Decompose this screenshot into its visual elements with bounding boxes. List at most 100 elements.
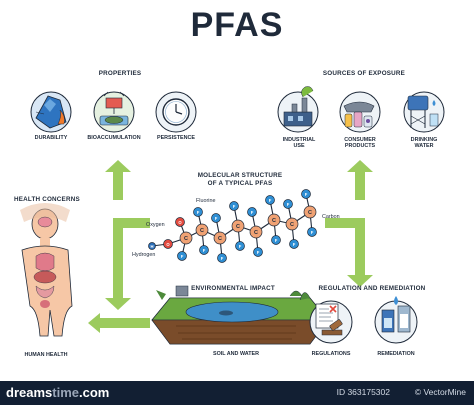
fluorine-atom-letter: F — [311, 230, 314, 235]
fluorine-atom-letter: F — [287, 202, 290, 207]
fluorine-atom — [217, 253, 227, 263]
source-label-drinking-line1: DRINKING — [410, 137, 438, 143]
fluorine-atom-letter: F — [233, 204, 236, 209]
environment-caption: SOIL AND WATER — [212, 351, 260, 357]
arrow-connector-right — [325, 218, 365, 232]
page-title: PFAS — [190, 6, 284, 44]
fluorine-atom — [247, 207, 257, 217]
carbon-atom-letter: C — [272, 218, 276, 224]
arrow-to-regulation — [347, 232, 373, 287]
arrow-to-health — [88, 313, 150, 333]
oxygen-atom — [175, 217, 185, 227]
fluorine-atom-letter: F — [239, 244, 242, 249]
consumer-products-icon — [339, 91, 381, 133]
arrow-to-properties — [105, 160, 131, 200]
fluorine-atom-letter: F — [181, 254, 184, 259]
carbon-atom-letter: C — [236, 224, 240, 230]
footer-image-id: ID 363175302 — [336, 387, 390, 397]
source-label-industrial: INDUSTRIAL USE — [274, 137, 324, 150]
industrial-use-icon — [277, 86, 319, 133]
carbon-atom — [195, 223, 209, 237]
source-label-industrial-line1: INDUSTRIAL — [282, 137, 316, 143]
label-carbon: Carbon — [322, 214, 340, 220]
oxygen-atom-letter: O — [178, 220, 182, 225]
durability-icon — [30, 91, 72, 133]
regulation-heading: REGULATION AND REMEDIATION — [318, 285, 426, 292]
source-label-consumer-line2: PRODUCTS — [344, 143, 376, 150]
fluorine-atom — [177, 251, 187, 261]
regulation-label-regulations: REGULATIONS — [311, 351, 351, 357]
footer-bar: dreamstime.com ID 363175302 © VectorMine — [0, 381, 474, 405]
fluorine-atom — [301, 189, 311, 199]
footer-logo[interactable]: dreamstime.com — [6, 385, 109, 400]
human-body-icon — [20, 203, 73, 337]
fluorine-atom — [229, 201, 239, 211]
fluorine-atom-letter: F — [203, 248, 206, 253]
molecule-heading-line2: OF A TYPICAL PFAS — [207, 179, 273, 187]
regulations-icon — [309, 300, 353, 344]
regulation-label-remediation: REMEDIATION — [377, 351, 415, 357]
carbon-atom — [249, 225, 263, 239]
health-caption: HUMAN HEALTH — [24, 352, 68, 358]
molecule-heading-line1: MOLECULAR STRUCTURE — [197, 172, 283, 179]
arrow-to-sources — [347, 160, 373, 200]
carbon-atom — [231, 219, 245, 233]
carbon-atom-letter: C — [290, 222, 294, 228]
footer-logo-suffix: .com — [78, 385, 110, 400]
carbon-atom-letter: C — [254, 230, 258, 236]
source-label-industrial-line2: USE — [293, 143, 305, 150]
footer-credit: © VectorMine — [414, 387, 466, 397]
drinking-water-icon — [403, 91, 445, 133]
fluorine-atom-letter: F — [215, 216, 218, 221]
persistence-icon — [155, 91, 197, 133]
environment-heading: ENVIRONMENTAL IMPACT — [191, 285, 275, 292]
fluorine-atom — [283, 199, 293, 209]
property-label-durability: DURABILITY — [34, 135, 68, 141]
soil-and-water-icon — [151, 285, 329, 345]
footer-logo-dot: time — [52, 385, 79, 400]
fluorine-atom-letter: F — [269, 198, 272, 203]
fluorine-atom — [199, 245, 209, 255]
source-label-consumer: CONSUMER PRODUCTS — [335, 137, 385, 150]
fluorine-atom — [193, 207, 203, 217]
footer-logo-left: dreams — [6, 385, 53, 400]
carbon-atom — [303, 205, 317, 219]
arrow-to-environment — [105, 232, 131, 310]
label-hydrogen: Hydrogen — [132, 252, 156, 258]
oxygen-atom — [163, 239, 173, 249]
hydrogen-atom-letter: H — [150, 244, 153, 249]
bioaccumulation-icon — [93, 91, 135, 133]
remediation-icon — [374, 296, 418, 344]
green-arrows — [88, 160, 373, 333]
property-label-persistence: PERSISTENCE — [156, 135, 196, 141]
source-label-drinking: DRINKING WATER — [399, 137, 449, 150]
property-label-bioaccumulation: BIOACCUMULATION — [87, 135, 141, 141]
source-label-drinking-line2: WATER — [414, 143, 434, 150]
hydrogen-atom — [148, 242, 156, 250]
carbon-atom-letter: C — [200, 228, 204, 234]
label-fluorine: Fluorine — [196, 198, 216, 204]
carbon-atom-letter: C — [218, 236, 222, 242]
sources-heading: SOURCES OF EXPOSURE — [322, 70, 406, 77]
fluorine-atom-letter: F — [305, 192, 308, 197]
fluorine-atom — [265, 195, 275, 205]
carbon-atom-letter: C — [184, 236, 188, 242]
source-label-consumer-line1: CONSUMER — [344, 137, 376, 143]
carbon-atom-letter: C — [308, 210, 312, 216]
fluorine-atom-letter: F — [275, 238, 278, 243]
molecule-heading: MOLECULAR STRUCTURE OF A TYPICAL PFAS — [190, 172, 290, 187]
carbon-atom — [179, 231, 193, 245]
arrow-connector-left — [113, 218, 150, 232]
label-oxygen: Oxygen — [146, 222, 165, 228]
carbon-atom — [267, 213, 281, 227]
fluorine-atom — [211, 213, 221, 223]
fluorine-atom-letter: F — [257, 250, 260, 255]
fluorine-atom-letter: F — [293, 242, 296, 247]
fluorine-atom-letter: F — [197, 210, 200, 215]
fluorine-atom — [289, 239, 299, 249]
fluorine-atom — [235, 241, 245, 251]
fluorine-atom-letter: F — [221, 256, 224, 261]
fluorine-atom — [271, 235, 281, 245]
